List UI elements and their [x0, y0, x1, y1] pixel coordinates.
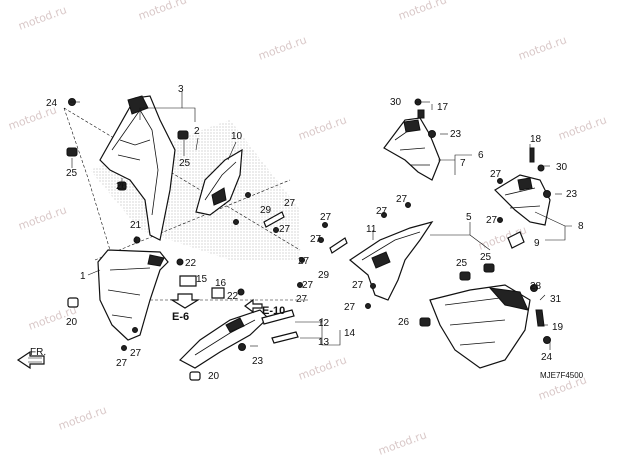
callout-27: 27	[352, 280, 364, 291]
callout-27: 27	[130, 348, 142, 359]
callout-27: 27	[490, 169, 502, 180]
callout-23: 23	[252, 356, 264, 367]
callout-6: 6	[478, 150, 484, 161]
inner-upper-cowl	[99, 95, 176, 241]
callout-27: 27	[279, 224, 291, 235]
front-direction-arrow	[16, 350, 45, 370]
callout-20: 20	[66, 317, 78, 328]
clip-15	[179, 275, 197, 287]
rubber-20	[67, 297, 79, 308]
grommet-9	[507, 231, 525, 249]
callout-29: 29	[318, 270, 330, 281]
callout-27: 27	[116, 358, 128, 369]
callout-23: 23	[566, 189, 578, 200]
callout-27: 27	[302, 280, 314, 291]
callout-27: 27	[396, 194, 408, 205]
callout-24: 24	[541, 352, 553, 363]
callout-13: 13	[318, 337, 330, 348]
callout-27: 27	[284, 198, 296, 209]
callout-27: 27	[310, 234, 322, 245]
callout-12: 12	[318, 318, 330, 329]
under-cowl-left	[179, 309, 269, 369]
callout-26: 26	[116, 181, 128, 192]
strip-part	[263, 211, 285, 228]
clip-25	[483, 263, 495, 273]
callout-27: 27	[296, 294, 308, 305]
callout-30: 30	[390, 97, 402, 108]
right-lower-cowl	[429, 284, 531, 369]
callout-7: 7	[460, 158, 466, 169]
clip-16	[211, 287, 225, 299]
callout-27: 27	[376, 206, 388, 217]
callout-9: 9	[534, 238, 540, 249]
callout-25: 25	[66, 168, 78, 179]
strip-13	[271, 331, 299, 344]
callout-24: 24	[46, 98, 58, 109]
callout-5: 5	[466, 212, 472, 223]
washer-17	[417, 109, 425, 119]
stud-18	[529, 147, 535, 163]
callout-15: 15	[196, 274, 208, 285]
nut-23	[428, 130, 436, 138]
callout-27: 27	[344, 302, 356, 313]
collar-28	[530, 284, 538, 292]
callout-21: 21	[130, 220, 142, 231]
callout-8: 8	[578, 221, 584, 232]
nut-23	[543, 190, 551, 198]
callout-22: 22	[185, 258, 197, 269]
callout-14: 14	[344, 328, 356, 339]
callout-10: 10	[231, 131, 243, 142]
callout-23: 23	[450, 129, 462, 140]
callout-16: 16	[215, 278, 227, 289]
screw-22	[176, 258, 184, 266]
bolt-24	[543, 336, 551, 344]
ref-label-e10: E-10	[262, 305, 285, 317]
left-lower-cowl	[97, 249, 169, 341]
fittings	[66, 98, 551, 381]
callout-27: 27	[486, 215, 498, 226]
spring-19	[535, 309, 545, 327]
callout-2: 2	[194, 126, 200, 137]
front-direction-label: FR.	[30, 347, 46, 358]
callout-29: 29	[260, 205, 272, 216]
screw-22	[237, 288, 245, 296]
callout-3: 3	[178, 84, 184, 95]
callout-20: 20	[208, 371, 220, 382]
assembly-guide-lines	[63, 107, 310, 301]
callout-27: 27	[298, 256, 310, 267]
callout-17: 17	[437, 102, 449, 113]
ref-label-e6: E-6	[172, 311, 189, 323]
callout-22: 22	[227, 291, 239, 302]
clip-25	[66, 147, 78, 157]
rubber-20	[189, 371, 201, 381]
leader-lines	[70, 92, 572, 350]
nut-23	[238, 343, 246, 351]
callout-25: 25	[480, 252, 492, 263]
ref-arrow-e10	[244, 298, 263, 314]
callout-25: 25	[456, 258, 468, 269]
callout-11: 11	[366, 224, 377, 235]
grommet-26	[419, 317, 431, 327]
callout-18: 18	[530, 134, 542, 145]
callout-25: 25	[179, 158, 191, 169]
ref-arrow-e6	[169, 293, 201, 309]
callout-1: 1	[80, 271, 86, 282]
clip-25	[459, 271, 471, 281]
diagram-code: MJE7F4500	[540, 371, 584, 380]
callout-30: 30	[556, 162, 568, 173]
bolt-30	[537, 164, 545, 172]
callout-31: 31	[550, 294, 562, 305]
strip-12	[261, 309, 295, 325]
strip-part	[329, 237, 348, 254]
meter-panel-cowl	[195, 148, 243, 216]
clip-25	[177, 130, 189, 140]
callout-27: 27	[320, 212, 332, 223]
callout-19: 19	[552, 322, 564, 333]
screw-21	[133, 236, 141, 244]
callout-26: 26	[398, 317, 410, 328]
callout-28: 28	[530, 281, 542, 292]
